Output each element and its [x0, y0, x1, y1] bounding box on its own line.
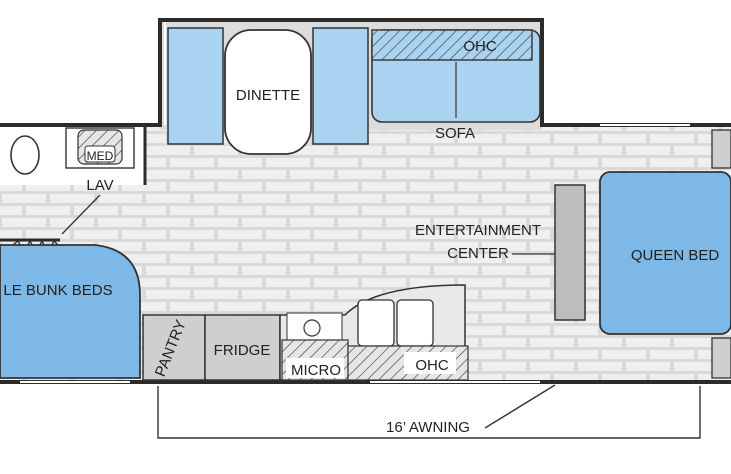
med-label: MED — [87, 149, 114, 163]
awning-label-bg — [368, 414, 482, 436]
windows — [20, 22, 690, 383]
micro-label: MICRO — [291, 362, 341, 379]
queen-bed-label: QUEEN BED — [631, 247, 720, 264]
awning — [157, 384, 701, 439]
awning-label: 16’ AWNING — [386, 419, 470, 436]
lav-label: LAV — [86, 177, 113, 194]
fridge-label: FRIDGE — [214, 342, 271, 359]
lav: MED LAV — [9, 127, 135, 254]
sofa: OHC SOFA — [371, 29, 541, 142]
queen-bed: QUEEN BED — [599, 129, 731, 379]
dinette: DINETTE — [167, 27, 369, 155]
entertainment-label-2: CENTER — [447, 245, 509, 262]
bunk-beds: LE BUNK BEDS — [0, 244, 141, 379]
sofa-label: SOFA — [435, 125, 475, 142]
entertainment-label-1: ENTERTAINMENT — [415, 222, 541, 239]
kitchen: PANTRY FRIDGE MICRO OHC — [142, 284, 469, 381]
bunk-beds-label: LE BUNK BEDS — [3, 282, 112, 299]
ohc-top-label: OHC — [463, 38, 497, 55]
ohc-kitchen-label: OHC — [415, 357, 449, 374]
dinette-label: DINETTE — [236, 87, 300, 104]
entertainment-center: ENTERTAINMENT CENTER — [415, 184, 586, 321]
